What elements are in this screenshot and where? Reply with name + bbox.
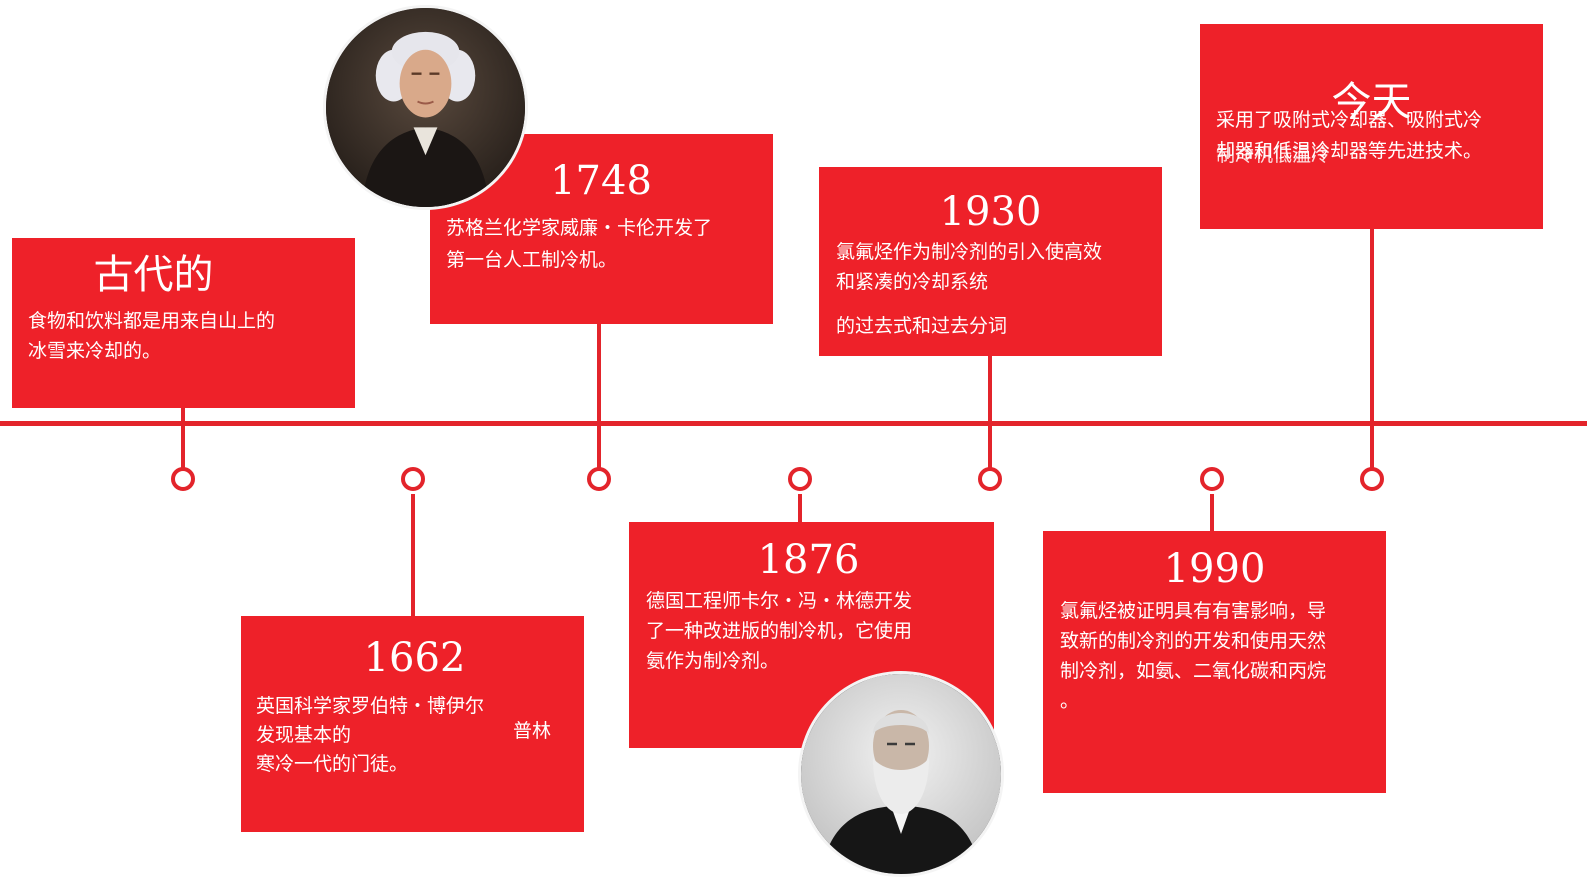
event-title: 今天 xyxy=(1331,79,1412,125)
event-description: 氯氟烃作为制冷剂的引入使高效 和紧凑的冷却系统 xyxy=(836,241,1103,293)
stem-1748 xyxy=(597,323,601,468)
event-description: 苏格兰化学家威廉・卡伦开发了 第一台人工制冷机。 xyxy=(446,217,713,271)
event-title: 1930 xyxy=(939,189,1042,235)
stem-1876 xyxy=(798,494,802,522)
timeline-node-1930 xyxy=(978,467,1002,491)
timeline-node-1876 xyxy=(788,467,812,491)
event-description: 德国工程师卡尔・冯・林德开发 了一种改进版的制冷机，它使用 氨作为制冷剂。 xyxy=(646,590,913,672)
event-side-note: 普林 xyxy=(513,720,552,742)
stem-1930 xyxy=(988,323,992,468)
event-card-ancient: 古代的 食物和饮料都是用来自山上的 冰雪来冷却的。 xyxy=(12,238,355,408)
event-card-1662: 1662 英国科学家罗伯特・博伊尔 发现基本的 寒冷一代的门徒。 普林 xyxy=(241,616,584,832)
event-title: 1876 xyxy=(757,537,860,583)
carl-von-linde-portrait xyxy=(798,671,1004,877)
event-title: 1990 xyxy=(1163,546,1266,592)
event-title: 1662 xyxy=(363,635,466,681)
timeline-node-today xyxy=(1360,467,1384,491)
event-description: 采用了吸附式冷却器、吸附式冷 却器和低温冷却器等先进技术。 xyxy=(1216,109,1483,162)
event-card-1990: 1990 氯氟烃被证明具有有害影响，导 致新的制冷剂的开发和使用天然 制冷剂，如… xyxy=(1043,531,1386,793)
event-description: 氯氟烃被证明具有有害影响，导 致新的制冷剂的开发和使用天然 制冷剂，如氨、二氧化… xyxy=(1060,600,1327,712)
timeline-node-1748 xyxy=(587,467,611,491)
event-title: 古代的 xyxy=(93,252,214,298)
event-overlap-text: 制冷机低温冷 xyxy=(1216,144,1331,166)
event-title: 1748 xyxy=(550,158,652,204)
event-description: 食物和饮料都是用来自山上的 冰雪来冷却的。 xyxy=(28,310,276,362)
event-side-note: 的过去式和过去分词 xyxy=(836,315,1008,337)
event-card-today: 今天 采用了吸附式冷却器、吸附式冷 却器和低温冷却器等先进技术。 制冷机低温冷 xyxy=(1200,24,1543,229)
stem-1662 xyxy=(411,494,415,616)
timeline-node-ancient xyxy=(171,467,195,491)
event-card-1930: 1930 氯氟烃作为制冷剂的引入使高效 和紧凑的冷却系统 的过去式和过去分词 xyxy=(819,167,1162,356)
william-cullen-portrait xyxy=(323,5,528,210)
stem-today xyxy=(1370,228,1374,468)
stem-1990 xyxy=(1210,494,1214,532)
timeline-node-1662 xyxy=(401,467,425,491)
event-description: 英国科学家罗伯特・博伊尔 发现基本的 寒冷一代的门徒。 xyxy=(256,695,485,775)
timeline-node-1990 xyxy=(1200,467,1224,491)
timeline-axis xyxy=(0,421,1587,426)
